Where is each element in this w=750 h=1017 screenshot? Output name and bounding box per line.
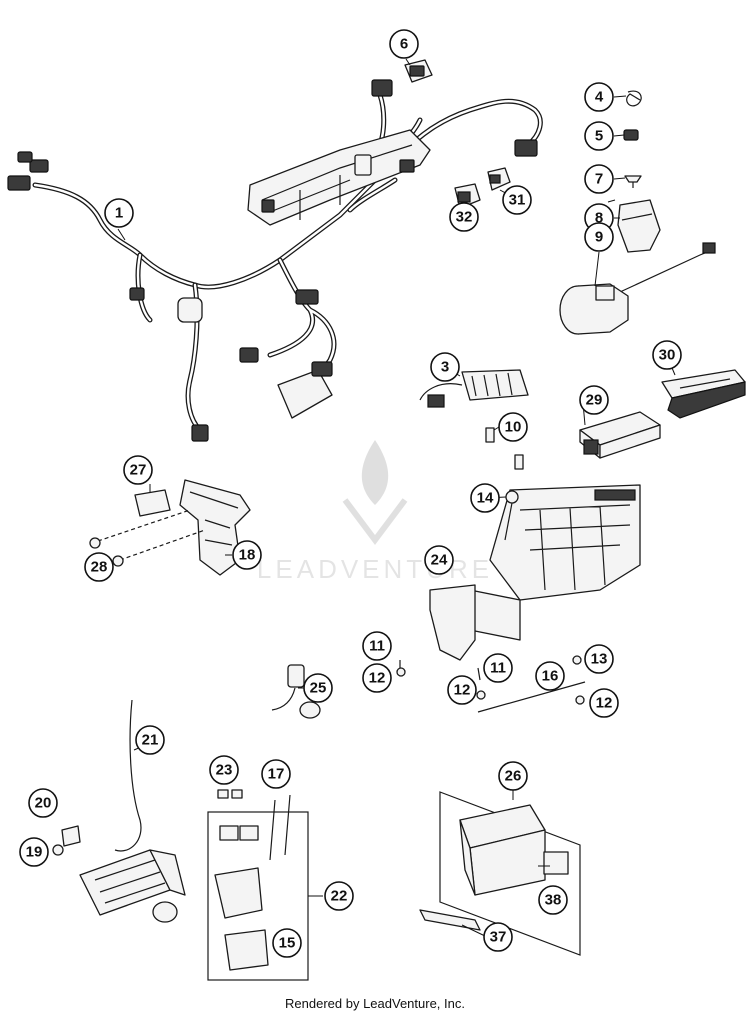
- callout-38: 38: [538, 885, 568, 915]
- svg-text:16: 16: [542, 668, 559, 685]
- callout-17: 17: [261, 759, 291, 789]
- svg-text:6: 6: [400, 36, 408, 53]
- svg-text:25: 25: [310, 680, 327, 697]
- connector-cable-part: [271, 664, 321, 719]
- callout-30: 30: [652, 340, 682, 370]
- callout-12-mid: 12: [447, 675, 477, 705]
- callout-19: 19: [19, 837, 49, 867]
- push-rivet-part: [624, 175, 642, 188]
- svg-text:1: 1: [115, 205, 123, 222]
- control-unit-cover-part: [661, 369, 746, 419]
- svg-text:37: 37: [490, 929, 507, 946]
- svg-text:26: 26: [505, 768, 522, 785]
- horn-part: [559, 242, 716, 335]
- svg-text:21: 21: [142, 732, 159, 749]
- svg-text:30: 30: [659, 347, 676, 364]
- svg-text:3: 3: [441, 359, 449, 376]
- svg-text:9: 9: [595, 229, 603, 246]
- bracket-part: [89, 479, 251, 576]
- callout-12-left: 12: [362, 663, 392, 693]
- callout-27: 27: [123, 455, 153, 485]
- callout-12-right: 12: [589, 688, 619, 718]
- svg-text:22: 22: [331, 888, 348, 905]
- battery-kit-part: [419, 791, 581, 956]
- callout-11-left: 11: [362, 631, 392, 661]
- connector-cover-part: [617, 199, 661, 253]
- callout-11-right: 11: [483, 653, 513, 683]
- svg-text:19: 19: [26, 844, 43, 861]
- clip-part: [623, 129, 639, 141]
- callout-28: 28: [84, 552, 114, 582]
- wiring-harness: [7, 79, 543, 442]
- voltage-regulator-part: [419, 369, 529, 408]
- svg-text:12: 12: [369, 670, 386, 687]
- svg-text:24: 24: [431, 552, 448, 569]
- callout-14: 14: [470, 483, 500, 513]
- svg-text:18: 18: [239, 547, 256, 564]
- svg-text:15: 15: [279, 935, 296, 952]
- svg-text:12: 12: [596, 695, 613, 712]
- sensor-connectors: [454, 167, 511, 209]
- callout-37: 37: [483, 922, 513, 952]
- callout-3: 3: [430, 352, 460, 382]
- callout-29: 29: [579, 385, 609, 415]
- callout-16: 16: [535, 661, 565, 691]
- callout-1: 1: [104, 198, 134, 228]
- watermark-text: LEADVENTURE: [257, 554, 493, 584]
- callout-10: 10: [498, 412, 528, 442]
- svg-text:8: 8: [595, 210, 603, 227]
- svg-text:20: 20: [35, 795, 52, 812]
- svg-text:13: 13: [591, 651, 608, 668]
- callout-9: 9: [584, 222, 614, 252]
- callout-6: 6: [389, 29, 419, 59]
- callout-26: 26: [498, 761, 528, 791]
- fuse-part: [485, 427, 524, 470]
- svg-text:4: 4: [595, 89, 604, 106]
- callout-21: 21: [135, 725, 165, 755]
- callout-24: 24: [424, 545, 454, 575]
- screws-part: [396, 490, 586, 713]
- callout-22: 22: [324, 881, 354, 911]
- svg-text:7: 7: [595, 171, 603, 188]
- svg-text:32: 32: [456, 209, 473, 226]
- svg-text:5: 5: [595, 128, 603, 145]
- svg-text:17: 17: [268, 766, 285, 783]
- electrical-box-part: [429, 484, 641, 661]
- callout-23: 23: [209, 755, 239, 785]
- connector-part: [404, 59, 433, 83]
- callout-15: 15: [272, 928, 302, 958]
- callout-7: 7: [584, 164, 614, 194]
- svg-text:14: 14: [477, 490, 494, 507]
- starter-motor-part: [52, 699, 186, 923]
- svg-text:11: 11: [369, 638, 385, 655]
- svg-text:23: 23: [216, 762, 233, 779]
- svg-text:28: 28: [91, 559, 108, 576]
- svg-text:27: 27: [130, 462, 147, 479]
- svg-text:10: 10: [505, 419, 522, 436]
- footer-credit: Rendered by LeadVenture, Inc.: [285, 996, 465, 1011]
- svg-text:29: 29: [586, 392, 603, 409]
- svg-text:11: 11: [490, 660, 506, 677]
- callout-4: 4: [584, 82, 614, 112]
- cable-tie-part: [626, 90, 642, 107]
- callout-25: 25: [303, 673, 333, 703]
- svg-text:12: 12: [454, 682, 471, 699]
- callout-31: 31: [502, 185, 532, 215]
- callout-20: 20: [28, 788, 58, 818]
- svg-text:38: 38: [545, 892, 562, 909]
- callout-5: 5: [584, 121, 614, 151]
- callout-18: 18: [232, 540, 262, 570]
- callout-32: 32: [449, 202, 479, 232]
- svg-text:31: 31: [509, 192, 526, 209]
- control-unit-part: [579, 411, 661, 459]
- watermark-logo: [342, 440, 408, 545]
- callout-13: 13: [584, 644, 614, 674]
